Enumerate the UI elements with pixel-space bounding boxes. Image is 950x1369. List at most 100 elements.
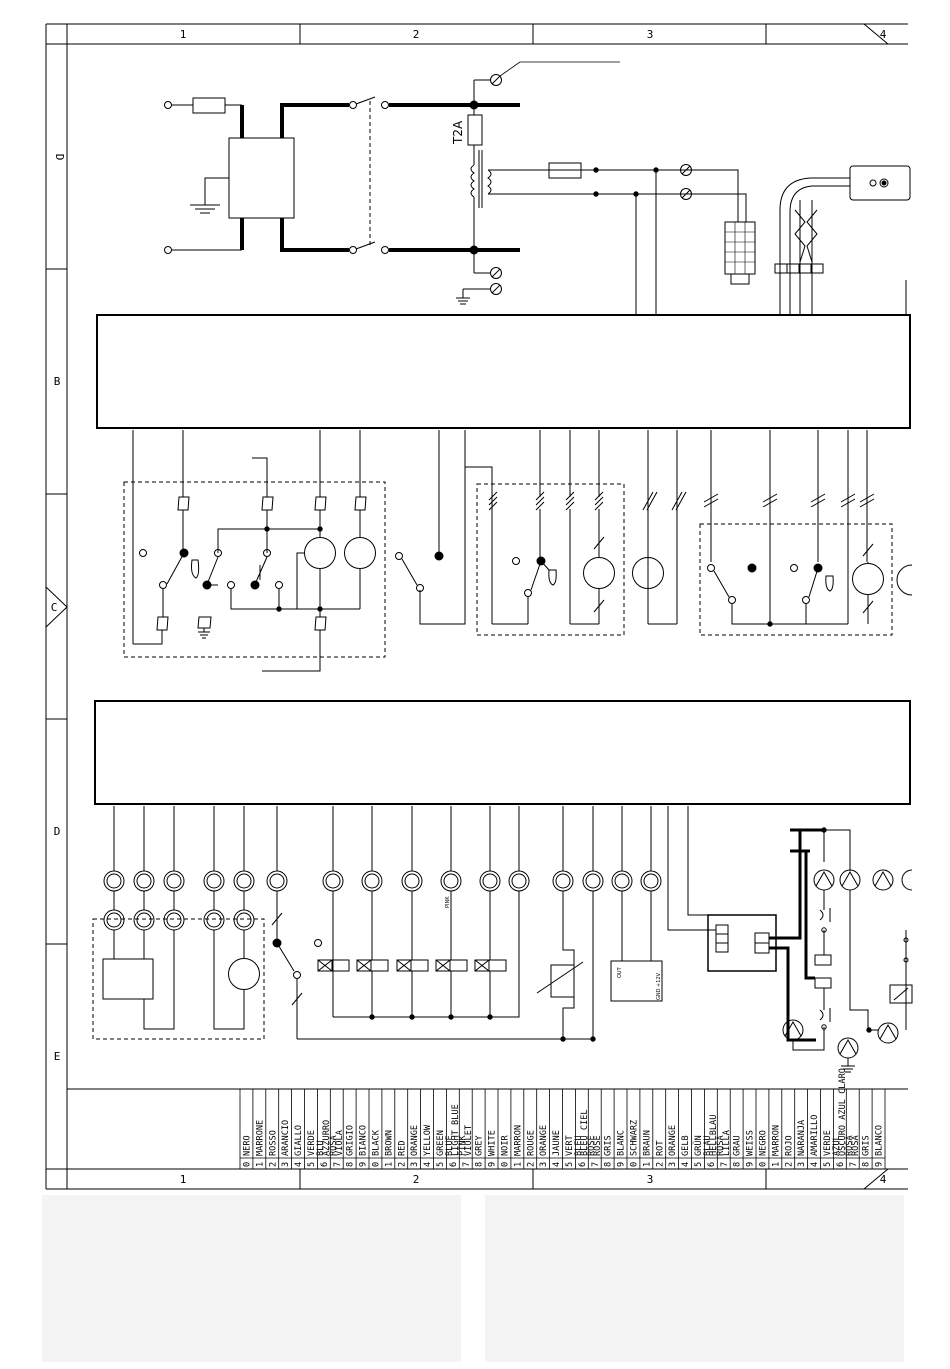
legend-color-name: VIOLA (335, 1129, 345, 1156)
legend-digit: 0 (758, 1162, 768, 1167)
legend-digit: 6 (836, 1162, 846, 1167)
legend-color-name: BLUE (445, 1135, 455, 1156)
legend-digit: 0 (500, 1162, 510, 1167)
low-voltage-fuse (548, 162, 582, 179)
legend-color-name: ROSSO (268, 1130, 278, 1156)
legend-digit: 5 (694, 1162, 704, 1167)
legend-color-name: ROSA (851, 1134, 861, 1156)
legend-color-name: ROJO (784, 1135, 794, 1156)
pump-label: PINK (445, 896, 451, 908)
legend-digit: 8 (604, 1162, 614, 1167)
legend-digit: 7 (720, 1162, 730, 1167)
legend-color-name: BLAU (703, 1135, 713, 1156)
legend-color-name: VIOLET (464, 1125, 474, 1156)
legend-digit: 2 (784, 1162, 794, 1167)
legend-digit: 1 (384, 1162, 394, 1167)
sheet-frame (45, 23, 908, 1190)
legend-digit: 5 (436, 1162, 446, 1167)
legend-digit: 2 (526, 1162, 536, 1167)
secondary-control-board (94, 700, 911, 805)
legend-color-name: JAUNE (552, 1130, 562, 1156)
legend-digit: 3 (410, 1162, 420, 1167)
legend-color-name: HELLBLAU (709, 1115, 719, 1156)
legend-color-name: NOIR (500, 1134, 510, 1156)
legend-color-name: BLANCO (875, 1125, 885, 1156)
legend-color-name: BLEU CIEL (580, 1109, 590, 1156)
legend-digit: 4 (552, 1162, 562, 1167)
dc-module-out-label: OUT (617, 966, 623, 978)
legend-digit: 3 (281, 1162, 291, 1167)
legend-digit: 1 (255, 1162, 265, 1167)
legend-digit: 4 (810, 1162, 820, 1167)
legend-digit: 4 (681, 1162, 691, 1167)
main-control-board (96, 314, 911, 429)
switch-components-section (123, 430, 913, 672)
legend-digit: 5 (823, 1162, 833, 1167)
legend-color-name: OSCURO AZUL CLARO (838, 1068, 848, 1156)
legend-color-name: NEGRO (758, 1130, 768, 1156)
legend-color-name: BLEU (574, 1135, 584, 1156)
legend-digit: 6 (320, 1162, 330, 1167)
color-code-legend (239, 1089, 886, 1169)
row-letter: B (54, 375, 61, 388)
relay-box (707, 914, 777, 972)
legend-color-name: NARANJA (797, 1119, 807, 1156)
column-number: 4 (880, 1173, 887, 1186)
legend-color-name: ROSA (716, 1134, 726, 1156)
legend-digit: 6 (449, 1162, 459, 1167)
column-number: 1 (180, 28, 187, 41)
column-number: 1 (180, 1173, 187, 1186)
legend-digit: 9 (875, 1162, 885, 1167)
legend-color-name: ORANGE (539, 1125, 549, 1156)
legend-color-name: LIGHT BLUE (451, 1104, 461, 1156)
power-input-section (164, 61, 911, 315)
legend-digit: 0 (242, 1162, 252, 1167)
legend-digit: 3 (539, 1162, 549, 1167)
legend-color-name: ROSA (845, 1134, 855, 1156)
legend-color-name: GREEN (436, 1130, 446, 1156)
legend-color-name: VERDE (307, 1130, 317, 1156)
noise-filter (228, 137, 295, 219)
temperature-probe (849, 165, 911, 201)
legend-color-name: BLU (316, 1140, 326, 1156)
wire-markers (488, 491, 875, 511)
transformer-fuse-label: T2A (451, 120, 465, 145)
legend-color-name: BRAUN (642, 1130, 652, 1156)
dashed-module-3 (699, 523, 893, 636)
legend-color-name: MARRON (513, 1125, 523, 1156)
legend-digit: 6 (707, 1162, 717, 1167)
legend-digit: 3 (797, 1162, 807, 1167)
legend-color-name: AZUL (832, 1135, 842, 1156)
legend-digit: 7 (591, 1162, 601, 1167)
dashed-module-2 (476, 483, 625, 636)
legend-color-name: GIALLO (294, 1125, 304, 1156)
legend-digit: 0 (629, 1162, 639, 1167)
legend-digit: 9 (359, 1162, 369, 1167)
dc-module (610, 960, 663, 1002)
legend-color-name: GRIS (604, 1135, 614, 1156)
legend-color-name: SCHWARZ (629, 1120, 639, 1156)
legend-digit: 2 (397, 1162, 407, 1167)
connector-block (724, 221, 756, 275)
row-letter: E (54, 1050, 61, 1063)
terminal-row-2 (103, 891, 255, 931)
legend-color-name: ROSE (587, 1135, 597, 1156)
legend-digit: 1 (642, 1162, 652, 1167)
row-letter: D (54, 825, 61, 838)
legend-color-name: YELLOW (423, 1124, 433, 1156)
legend-color-name: VERT (565, 1135, 575, 1156)
legend-color-name: GELB (681, 1135, 691, 1156)
legend-color-name: GRIS (862, 1135, 872, 1156)
legend-digit: 2 (268, 1162, 278, 1167)
notes-panel-left (42, 1195, 461, 1362)
legend-color-name: BLANC (617, 1130, 627, 1156)
legend-digit: 8 (862, 1162, 872, 1167)
transformer-fuse (467, 114, 483, 146)
legend-color-name: BROWN (384, 1130, 394, 1156)
terminal-row-1 (103, 870, 662, 892)
legend-digit: 1 (771, 1162, 781, 1167)
legend-color-name: LILLA (722, 1129, 732, 1156)
legend-color-name: ORANGE (668, 1125, 678, 1156)
legend-digit: 7 (462, 1162, 472, 1167)
